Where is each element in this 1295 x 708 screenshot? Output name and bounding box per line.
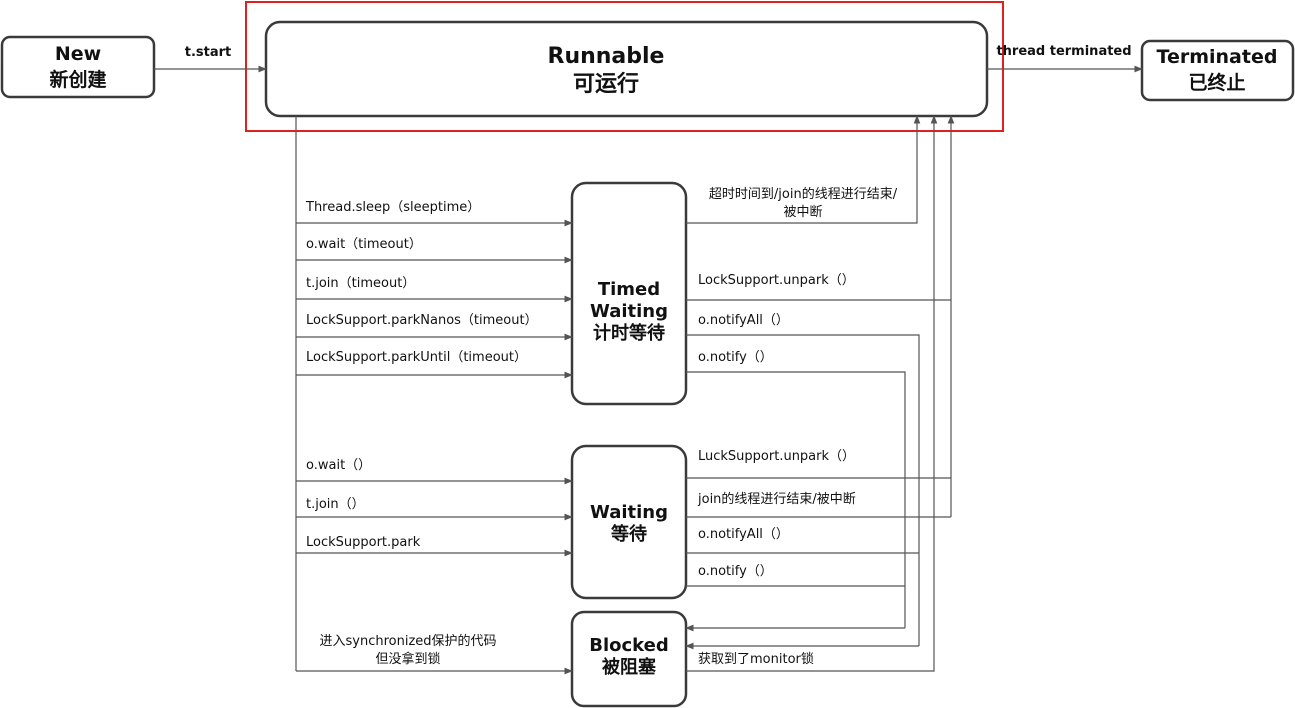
state-new-subtitle: 新创建: [49, 68, 106, 91]
label-thread-sleep: Thread.sleep（sleeptime）: [305, 200, 480, 215]
transitions-timed-waiting-exit: 超时时间到/join的线程进行结束/ 被中断 LockSupport.unpar…: [686, 115, 951, 646]
transition-runnable-to-terminated: thread terminated: [987, 44, 1143, 73]
label-into-blocked-2: 但没拿到锁: [375, 651, 440, 667]
state-timed-waiting-subtitle: 计时等待: [593, 322, 665, 344]
label-timed-notify-all: o.notifyAll（）: [698, 313, 789, 328]
transition-blocked-to-runnable: 获取到了monitor锁: [686, 115, 938, 672]
state-timed-waiting: Timed Waiting 计时等待: [570, 181, 688, 406]
state-terminated-subtitle: 已终止: [1188, 71, 1245, 94]
state-timed-waiting-title-2: Waiting: [590, 301, 668, 322]
label-t-join: t.join（）: [306, 497, 365, 512]
transitions-into-timed-waiting: Thread.sleep（sleeptime） o.wait（timeout） …: [296, 200, 573, 379]
label-waiting-unpark: LuckSupport.unpark（）: [698, 449, 855, 464]
label-waiting-join-end: join的线程进行结束/被中断: [697, 491, 856, 507]
state-terminated: Terminated 已终止: [1140, 39, 1295, 102]
state-runnable-title: Runnable: [548, 44, 665, 69]
label-o-wait-timeout: o.wait（timeout）: [306, 237, 422, 252]
transitions-into-waiting: o.wait（） t.join（） LockSupport.park: [296, 458, 573, 557]
label-t-start: t.start: [185, 45, 232, 60]
state-terminated-title: Terminated: [1157, 46, 1278, 68]
transition-new-to-runnable: t.start: [154, 45, 267, 73]
state-waiting-subtitle: 等待: [611, 523, 647, 545]
label-waiting-notify-all: o.notifyAll（）: [698, 527, 789, 542]
label-into-blocked-1: 进入synchronized保护的代码: [319, 633, 496, 649]
label-waiting-notify: o.notify（）: [698, 564, 773, 579]
transitions-waiting-exit: LuckSupport.unpark（） join的线程进行结束/被中断 o.n…: [686, 449, 951, 587]
state-new: New 新创建: [0, 35, 156, 99]
state-waiting: Waiting 等待: [570, 444, 688, 600]
label-park-until: LockSupport.parkUntil（timeout）: [306, 350, 527, 365]
state-blocked: Blocked 被阻塞: [570, 610, 688, 708]
label-park-nanos: LockSupport.parkNanos（timeout）: [306, 313, 538, 328]
state-waiting-title: Waiting: [590, 502, 668, 523]
state-runnable: Runnable 可运行: [264, 20, 989, 118]
label-acquired-monitor: 获取到了monitor锁: [698, 651, 814, 667]
label-lock-support-park: LockSupport.park: [306, 535, 421, 550]
label-o-wait: o.wait（）: [306, 458, 371, 473]
state-runnable-subtitle: 可运行: [573, 71, 639, 97]
state-blocked-title: Blocked: [589, 635, 669, 656]
label-t-join-timeout: t.join（timeout）: [306, 276, 415, 291]
label-timeout-end-1: 超时时间到/join的线程进行结束/: [709, 186, 898, 202]
runnable-highlight-frame: [245, 1, 1004, 132]
label-timed-notify: o.notify（）: [698, 350, 773, 365]
state-blocked-subtitle: 被阻塞: [602, 656, 657, 678]
label-timeout-end-2: 被中断: [783, 205, 822, 220]
state-new-title: New: [55, 43, 101, 65]
state-timed-waiting-title-1: Timed: [598, 279, 660, 300]
label-thread-terminated: thread terminated: [996, 44, 1131, 59]
label-timed-unpark: LockSupport.unpark（）: [698, 273, 855, 288]
transition-into-blocked: 进入synchronized保护的代码 但没拿到锁: [296, 633, 573, 675]
